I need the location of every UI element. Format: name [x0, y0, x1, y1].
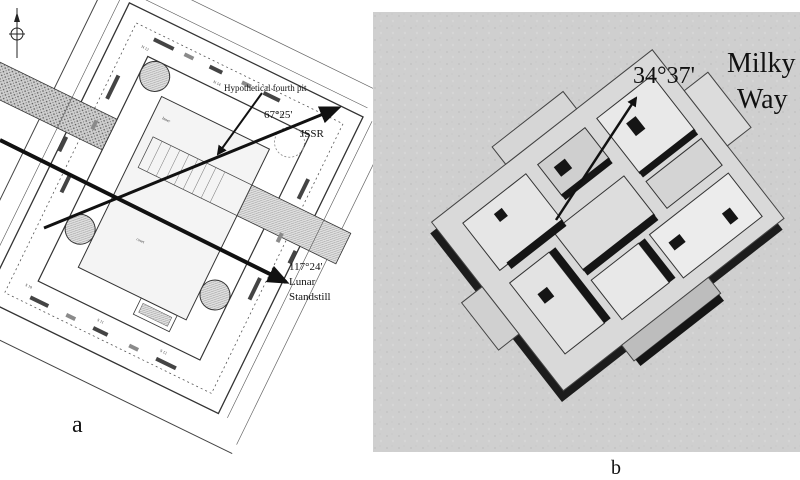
svg-text:Inner: Inner	[161, 115, 171, 123]
jssr-arrow	[43, 106, 342, 230]
north-compass-icon	[9, 8, 25, 58]
fourth-pit-label: Hypothetical fourth pit	[224, 83, 307, 93]
svg-text:N 16: N 16	[275, 110, 284, 118]
aerial-photo-panel: 34°37' Milky Way	[373, 12, 800, 452]
svg-text:S 10: S 10	[24, 282, 33, 290]
svg-text:S 11: S 11	[96, 317, 105, 325]
lunar-standstill-arrow	[0, 138, 290, 284]
way-label: Way	[737, 84, 788, 115]
svg-text:N 14: N 14	[212, 79, 221, 87]
milky-way-arrow	[554, 96, 638, 221]
milky-label: Milky	[727, 48, 795, 79]
lunar-label: Lunar	[289, 276, 316, 288]
svg-text:N 12: N 12	[141, 44, 150, 52]
building-ruins-image	[430, 49, 785, 402]
building-plan-drawing: N 12 N 14 N 16 S 10 S 11 S 12 Inner court	[0, 0, 404, 455]
fourth-pit-pointer-arrow	[216, 92, 263, 156]
milky-way-angle-label: 34°37'	[633, 63, 695, 89]
site-plan-panel: N 12 N 14 N 16 S 10 S 11 S 12 Inner court Hyp…	[0, 0, 404, 455]
svg-text:S 12: S 12	[159, 348, 168, 356]
jssr-angle-label: 67°25'	[264, 109, 292, 121]
standstill-label: Standstill	[289, 291, 331, 303]
panel-b-label: b	[611, 457, 621, 479]
svg-text:court: court	[136, 236, 146, 244]
lunar-angle-label: 117°24'	[289, 261, 322, 273]
jssr-label: JSSR	[300, 128, 325, 140]
panel-a-label: a	[72, 412, 83, 438]
